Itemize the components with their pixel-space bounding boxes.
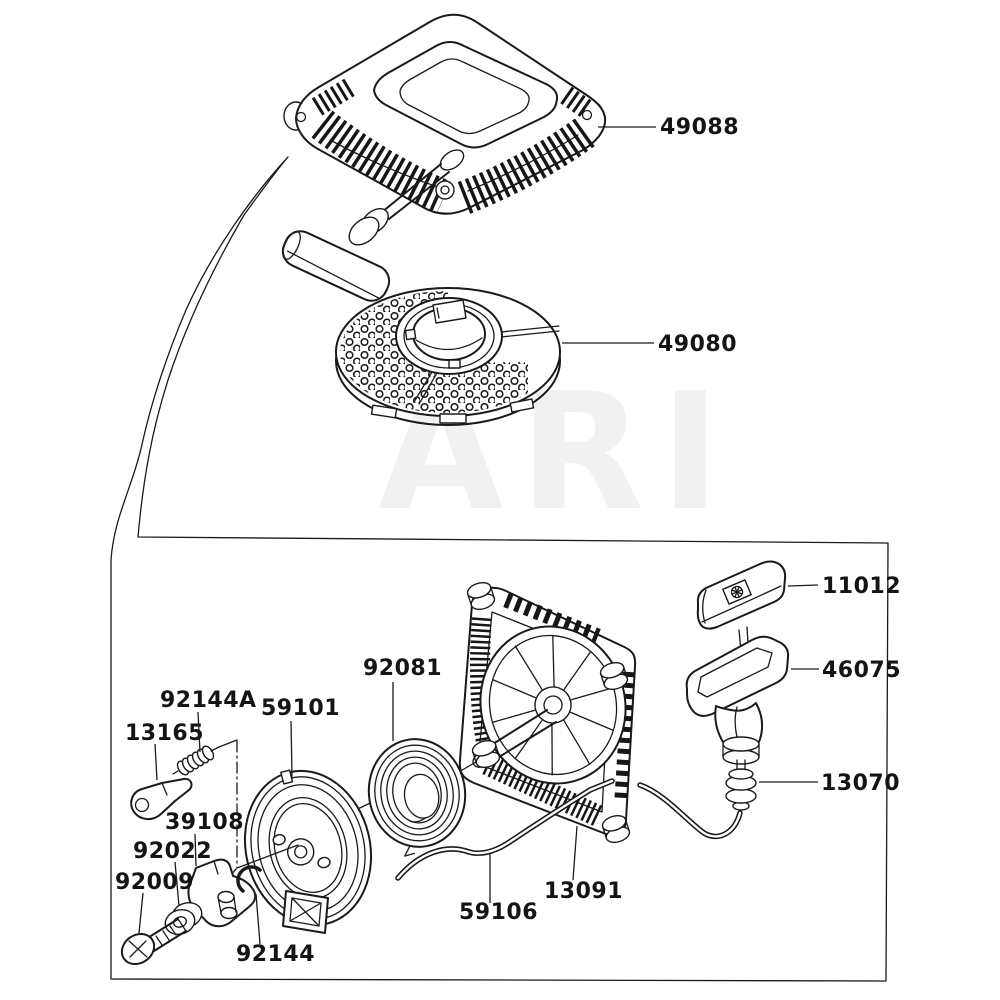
part-label-11012[interactable]: 11012 [822, 574, 901, 599]
part-drawing-clip-spring-92144[interactable] [236, 865, 262, 893]
part-label-49080[interactable]: 49080 [658, 332, 737, 357]
leader-13165 [154, 743, 158, 781]
part-drawing-fan-housing-13091[interactable] [321, 580, 644, 845]
part-drawing-pawl-spring-92144A[interactable] [172, 739, 238, 777]
part-label-46075[interactable]: 46075 [822, 658, 901, 683]
part-drawing-starter-rope-59106[interactable] [395, 778, 743, 881]
part-drawing-recoil-spring-92081[interactable] [360, 731, 474, 860]
leader-92144 [255, 893, 261, 945]
part-label-92009[interactable]: 92009 [115, 870, 194, 895]
part-label-59101[interactable]: 59101 [261, 696, 340, 721]
part-label-49088[interactable]: 49088 [660, 115, 739, 140]
part-label-13091[interactable]: 13091 [544, 879, 623, 904]
part-drawing-recoil-starter-49088[interactable] [278, 13, 607, 306]
part-label-92144A[interactable]: 92144A [160, 688, 257, 713]
assembly-axis-line [236, 844, 299, 869]
leader-92022 [174, 861, 180, 907]
part-label-13070[interactable]: 13070 [821, 771, 900, 796]
part-label-92144[interactable]: 92144 [236, 942, 315, 967]
leader-92009 [138, 892, 144, 934]
panel-border [110, 156, 889, 982]
part-label-39108[interactable]: 39108 [165, 810, 244, 835]
part-drawing-rope-bumper-13070[interactable] [725, 768, 757, 811]
part-drawing-screw-92009[interactable] [116, 918, 187, 970]
leader-59101 [290, 720, 293, 778]
leader-13091 [572, 825, 578, 881]
leader-92144A [197, 711, 201, 753]
part-drawing-starter-grip-46075[interactable] [685, 635, 790, 773]
part-drawing-starter-pulley-59101[interactable] [228, 755, 387, 938]
leader-11012 [787, 584, 819, 587]
part-label-13165[interactable]: 13165 [125, 721, 204, 746]
leader-39108 [194, 833, 197, 867]
part-label-92022[interactable]: 92022 [133, 839, 212, 864]
part-label-59106[interactable]: 59106 [459, 900, 538, 925]
part-drawing-starter-pawl-13165[interactable] [130, 777, 193, 820]
part-drawing-grip-insert-11012[interactable] [696, 560, 787, 663]
part-label-92081[interactable]: 92081 [363, 656, 442, 681]
part-drawing-pulley-plate-49080[interactable] [335, 287, 561, 426]
